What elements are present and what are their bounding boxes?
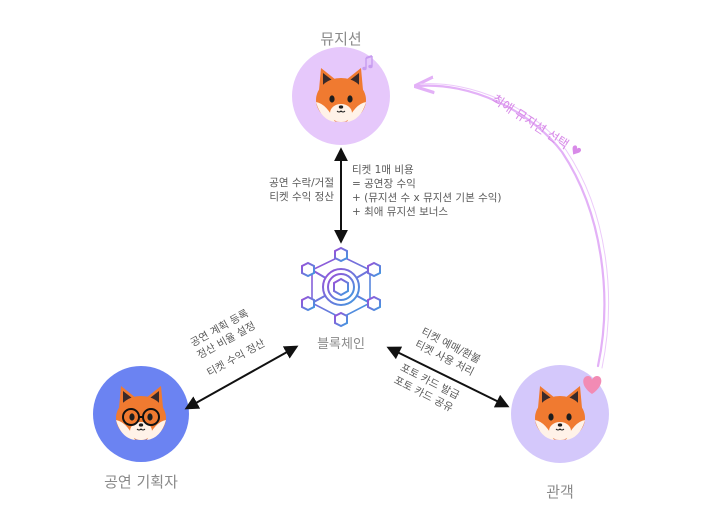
musician-blockchain-right-text: 티켓 1매 비용 = 공연장 수익 + (뮤지션 수 x 뮤지션 기본 수익) …	[352, 164, 502, 218]
musician-label: 뮤지션	[320, 30, 362, 48]
fox-with-glasses-icon	[115, 385, 167, 441]
blockchain-label: 블록체인	[317, 337, 365, 352]
organizer-blockchain-arrow	[184, 345, 299, 410]
music-note-icon	[362, 55, 373, 71]
blockchain-network-icon	[301, 246, 381, 328]
audience-label: 관객	[546, 483, 574, 501]
favorite-musician-curve	[418, 86, 606, 368]
organizer-label: 공연 기획자	[104, 473, 178, 491]
heart-icon	[583, 376, 602, 394]
musician-blockchain-left-text: 공연 수락/거절 티켓 수익 정산	[269, 177, 334, 203]
audience-blockchain-arrow	[386, 346, 510, 408]
